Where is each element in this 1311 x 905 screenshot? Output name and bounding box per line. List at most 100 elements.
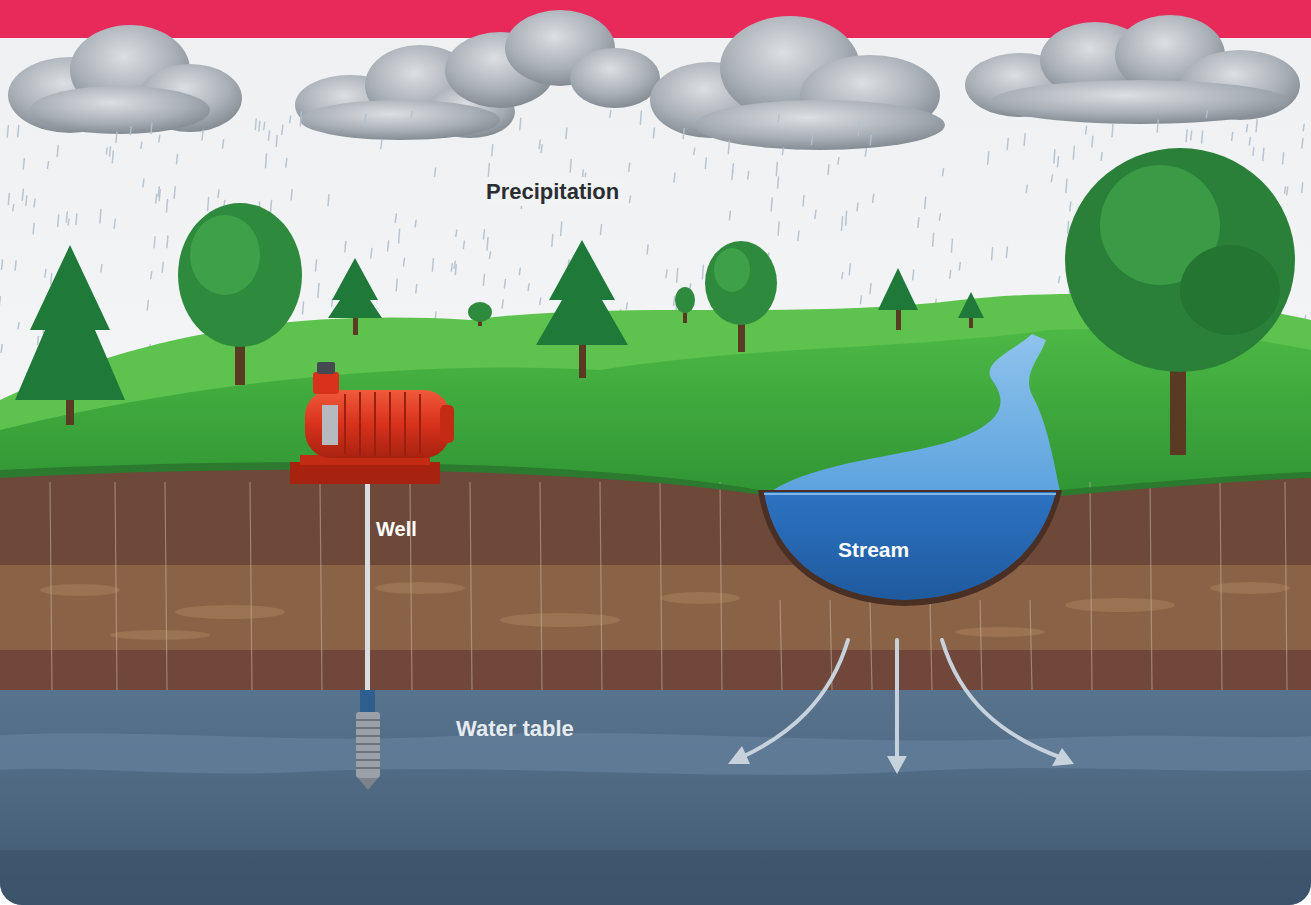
rain-drop — [110, 147, 111, 156]
rain-drop — [7, 126, 8, 138]
rain-drop — [404, 258, 405, 266]
rain-drop — [601, 225, 602, 235]
rain-drop — [395, 214, 396, 223]
precipitation-label: Precipitation — [482, 177, 623, 206]
rain-drop — [858, 122, 859, 135]
rain-drop — [629, 163, 630, 171]
rain-drop — [463, 241, 464, 249]
rain-drop — [416, 285, 417, 293]
rain-drop — [1206, 111, 1207, 118]
rain-drop — [300, 112, 301, 126]
rain-drop — [1256, 120, 1257, 132]
rain-drop — [58, 215, 59, 226]
rain-drop — [316, 260, 317, 271]
stream-label: Stream — [838, 538, 909, 562]
rain-drop — [432, 259, 433, 271]
rain-drop — [490, 252, 491, 258]
rain-drop — [860, 296, 861, 304]
rain-drop — [782, 148, 783, 154]
rain-drop — [1157, 120, 1158, 132]
rain-drop — [778, 114, 779, 121]
rain-drop — [815, 210, 816, 218]
rain-drop — [488, 164, 489, 177]
rain-drop — [1202, 131, 1203, 143]
rain-drop — [162, 262, 163, 272]
rain-drop — [1303, 124, 1304, 131]
rain-drop — [610, 110, 611, 117]
rain-drop — [776, 162, 777, 175]
rain-drop — [371, 249, 372, 258]
rain-drop — [842, 217, 843, 231]
rain-drop — [456, 230, 457, 236]
rain-drop — [812, 136, 813, 145]
rain-drop — [939, 214, 940, 220]
soil-crack — [980, 600, 982, 690]
rain-drop — [647, 245, 648, 254]
rain-drop — [264, 122, 265, 129]
rain-drop — [159, 135, 160, 142]
rain-drop — [918, 218, 919, 228]
soil-crack — [540, 482, 542, 690]
rain-drop — [455, 265, 456, 275]
rain-drop — [925, 197, 926, 209]
rain-drop — [114, 219, 115, 228]
rain-drop — [1112, 124, 1113, 137]
rain-drop — [959, 263, 960, 270]
rain-drop — [778, 177, 779, 188]
rain-drop — [1054, 150, 1055, 163]
rain-drop — [454, 261, 455, 268]
rain-drop — [167, 200, 168, 212]
rain-drop — [381, 140, 382, 148]
rain-drop — [943, 169, 944, 176]
rain-drop — [174, 187, 175, 198]
rain-drop — [732, 170, 733, 179]
rain-drop — [116, 132, 117, 142]
rain-drop — [76, 214, 77, 225]
rain-drop — [857, 203, 858, 211]
rain-drop — [951, 239, 952, 252]
rain-drop — [291, 189, 292, 200]
rain-drop — [23, 159, 24, 170]
rain-drop — [798, 231, 799, 240]
rain-drop — [677, 269, 678, 283]
soil-crack — [250, 482, 252, 690]
soil-crack — [1150, 482, 1152, 690]
soil-crack — [660, 482, 662, 690]
rain-drop — [1058, 157, 1059, 167]
rain-drop — [838, 158, 839, 164]
rain-drop — [520, 118, 521, 130]
rain-drop — [992, 248, 993, 260]
rain-drop — [933, 233, 934, 246]
rain-drop — [653, 128, 654, 138]
rain-drop — [1024, 134, 1025, 146]
rain-drop — [388, 241, 389, 251]
rain-drop — [328, 195, 329, 206]
soil-crack — [470, 482, 472, 690]
rain-drop — [870, 284, 871, 294]
rain-drop — [1263, 148, 1264, 160]
rain-drop — [141, 142, 142, 148]
soil-crack — [115, 482, 117, 690]
rain-drop — [739, 111, 740, 121]
soil-crack — [320, 482, 322, 690]
rain-drop — [48, 162, 49, 169]
soil-crack — [780, 600, 782, 690]
rain-drop — [100, 210, 101, 224]
rain-drop — [399, 229, 400, 243]
rain-drop — [255, 119, 257, 130]
rain-drop — [1092, 136, 1093, 147]
rain-drop — [528, 284, 529, 291]
rain-drop — [0, 344, 2, 352]
rain-drop — [541, 145, 542, 153]
rain-drop — [15, 261, 16, 270]
rain-drop — [266, 154, 267, 168]
rain-drop — [540, 298, 541, 304]
rain-drop — [154, 237, 155, 248]
rain-drop — [552, 234, 553, 246]
rain-drop — [674, 173, 675, 182]
rain-drop — [748, 171, 749, 179]
rain-drop — [158, 187, 159, 197]
